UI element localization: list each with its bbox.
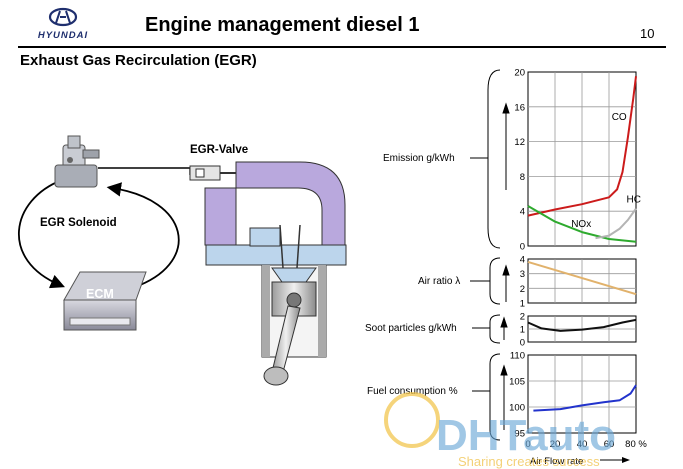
emission-tick-label: 0 xyxy=(520,242,525,253)
emission-tick-label: 8 xyxy=(520,172,525,183)
scale-arrows xyxy=(500,102,510,430)
section-subtitle: Exhaust Gas Recirculation (EGR) xyxy=(20,52,257,69)
emission-series-co xyxy=(527,76,637,217)
brand-text: HYUNDAI xyxy=(38,30,88,41)
emission-tick-label: 12 xyxy=(514,137,525,148)
label-connectors xyxy=(470,69,501,441)
emission-series-hc xyxy=(595,208,637,240)
page-title: Engine management diesel 1 xyxy=(145,14,420,36)
emission-series-nox xyxy=(527,205,637,243)
egr-solenoid xyxy=(54,135,100,188)
intake-runner xyxy=(249,227,281,247)
emission-tick-label: 16 xyxy=(514,102,525,113)
x-axis-label: Air Flow rate xyxy=(530,456,583,467)
ecm-module xyxy=(63,271,147,331)
soot-tick-label: 0 xyxy=(520,338,525,349)
egr-valve-label: EGR-Valve xyxy=(190,144,248,156)
emission-tick-label: 20 xyxy=(514,68,525,79)
emission-series-label-co: CO xyxy=(612,112,627,123)
x-axis-tick-label: 40 xyxy=(577,439,588,450)
air_ratio-tick-label: 3 xyxy=(520,269,525,280)
page-number: 10 xyxy=(640,26,655,41)
soot-tick-label: 2 xyxy=(520,312,525,323)
egr-solenoid-label: EGR Solenoid xyxy=(40,217,117,229)
air_ratio-series-0 xyxy=(527,260,637,296)
emission-series-label-nox: NOx xyxy=(571,219,591,230)
fuel-tick-label: 110 xyxy=(510,351,525,362)
intake-manifold xyxy=(205,244,347,266)
hyundai-logo: HYUNDAI xyxy=(38,7,88,41)
air-ratio-panel-label: Air ratio λ xyxy=(418,276,460,287)
x-axis-tick-label: 0 xyxy=(525,439,530,450)
emission-tick-label: 4 xyxy=(520,207,525,218)
x-axis-tick-label: 20 xyxy=(550,439,561,450)
vacuum-line xyxy=(98,167,191,175)
fuel-tick-label: 105 xyxy=(509,377,525,388)
ecm-label: ECM xyxy=(86,287,114,301)
egr-valve xyxy=(189,165,236,181)
emission-panel-label: Emission g/kWh xyxy=(383,153,455,164)
fuel-panel-label: Fuel consumption % xyxy=(367,386,458,397)
watermark-text: DHTauto xyxy=(436,411,616,460)
air_ratio-tick-label: 2 xyxy=(520,284,525,295)
fuel-tick-label: 95 xyxy=(514,429,525,440)
air_ratio-tick-label: 4 xyxy=(520,255,525,266)
soot-series-0 xyxy=(527,318,637,332)
control-loop xyxy=(18,179,180,289)
dhtauto-watermark: DHTauto Sharing creates success xyxy=(384,392,616,469)
watermark-tagline: Sharing creates success xyxy=(458,454,600,469)
x-axis-tick-label: 60 xyxy=(604,439,615,450)
engine-cylinder xyxy=(261,264,327,386)
fuel-series-0 xyxy=(533,384,637,412)
air_ratio-tick-label: 1 xyxy=(520,299,525,310)
header-divider xyxy=(18,46,666,48)
emission-series-label-hc: HC xyxy=(627,195,641,206)
soot-tick-label: 1 xyxy=(520,325,525,336)
x-axis-tick-label: 80 % xyxy=(625,439,647,450)
soot-panel-label: Soot particles g/kWh xyxy=(365,323,457,334)
fuel-tick-label: 100 xyxy=(509,403,525,414)
